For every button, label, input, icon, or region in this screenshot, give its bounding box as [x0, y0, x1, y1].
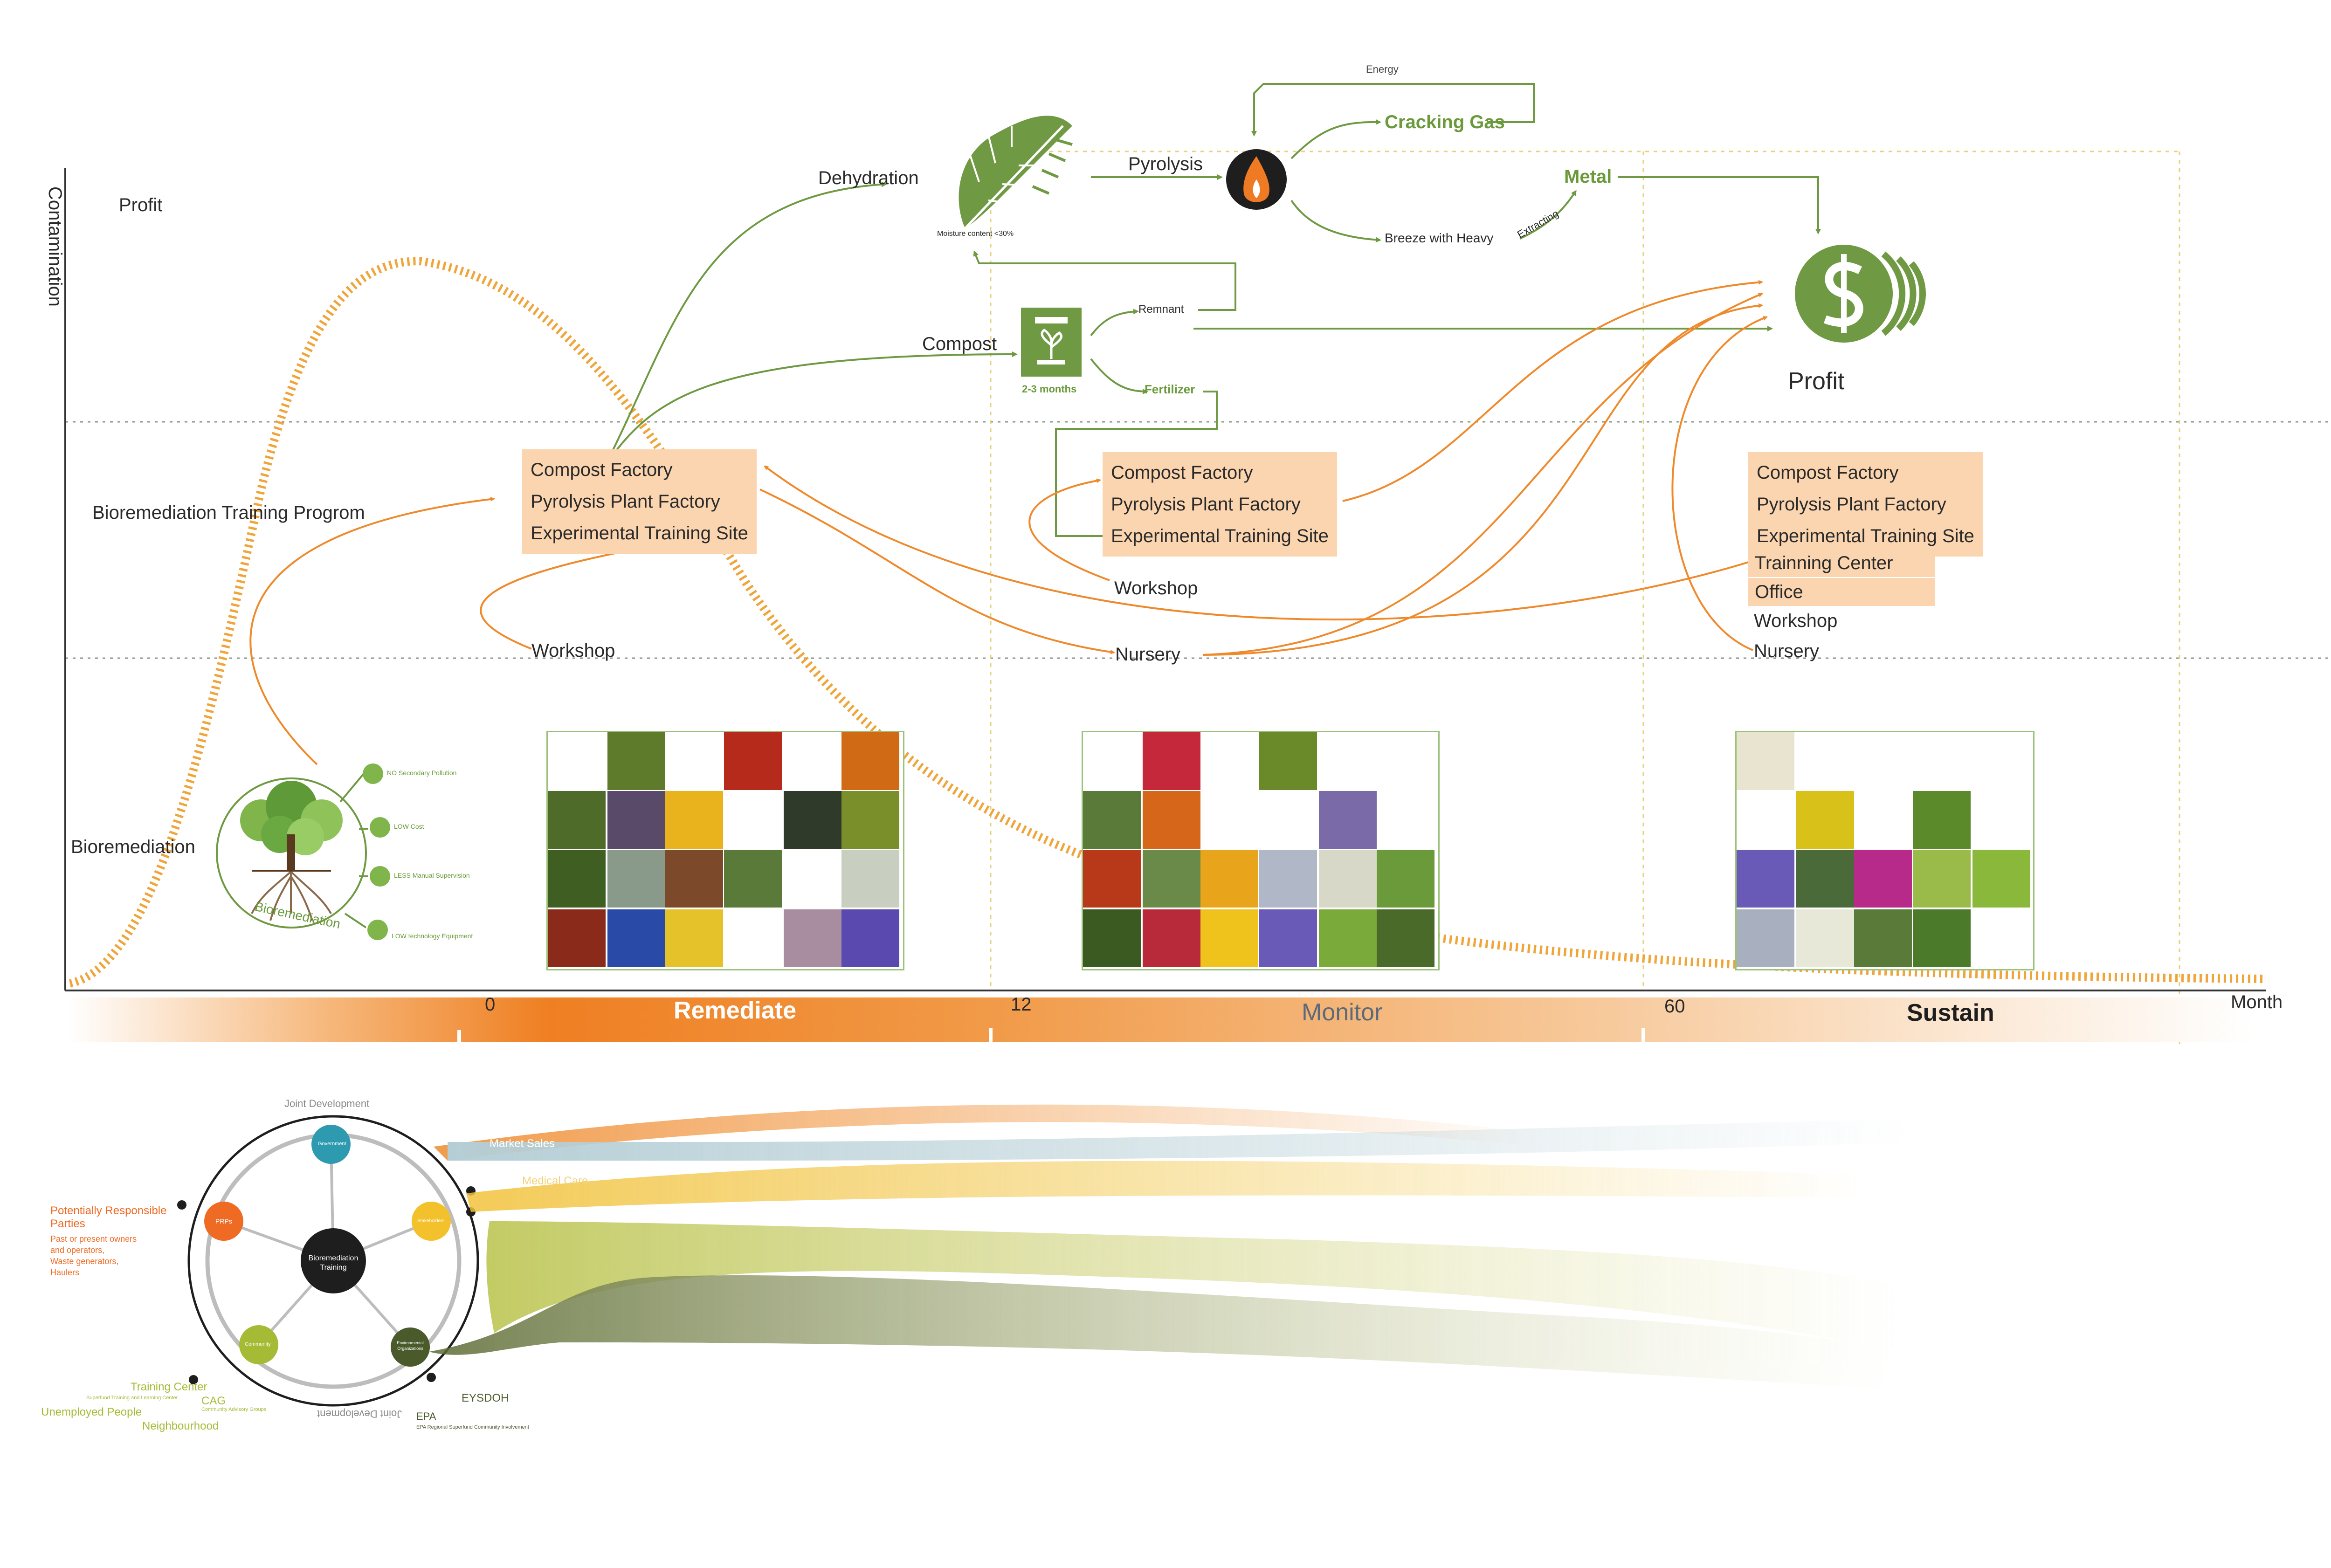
facility-item: Compost Factory [1111, 462, 1253, 483]
facility-item: Compost Factory [531, 460, 673, 480]
facility-office: Office [1748, 578, 1935, 606]
level-profit: Profit [119, 195, 163, 215]
prp-desc-2: and operators, [50, 1245, 105, 1255]
label-energy: Energy [1366, 63, 1399, 75]
label-fertilizer: Fertilizer [1145, 382, 1195, 396]
facility-item: Experimental Training Site [1111, 526, 1329, 546]
prp-desc-3: Waste generators, [50, 1257, 119, 1266]
facility-box-phase3: Compost Factory Pyrolysis Plant Factory … [1748, 452, 1983, 557]
flow-ribbons [429, 1104, 1911, 1389]
label-moisture: Moisture content <30% [937, 230, 1014, 238]
label-workshop-phase2: Workshop [1114, 578, 1198, 598]
label-compost: Compost [922, 334, 997, 354]
label-nursery-phase2: Nursery [1115, 644, 1181, 665]
leaf-icon [959, 116, 1073, 229]
tree-icon [216, 763, 390, 940]
node-env-orgs: Environmental Organizations [397, 1341, 424, 1351]
flow-medical-care: Medical Care [522, 1175, 588, 1187]
label-pyrolysis: Pyrolysis [1128, 154, 1203, 174]
prp-desc-4: Haulers [50, 1268, 80, 1277]
facility-training-center: Trainning Center [1748, 549, 1935, 577]
ring-center-label: Bioremediation Training [308, 1254, 359, 1272]
benefit-3: LESS Manual Supervision [394, 872, 470, 879]
plant-grid-sustain [1735, 731, 2034, 970]
node-prps: PRPs [215, 1217, 232, 1225]
facility-workshop-phase3: Workshop [1754, 611, 1838, 631]
label-remnant: Remnant [1138, 303, 1184, 316]
plant-grid-monitor [1082, 731, 1440, 970]
node-community: Community [245, 1341, 271, 1347]
label-breeze: Breeze with Heavy [1385, 231, 1494, 245]
benefit-4: LOW technology Equipment [392, 932, 473, 940]
facility-box-phase1: Compost Factory Pyrolysis Plant Factory … [522, 449, 757, 554]
label-cracking-gas: Cracking Gas [1385, 112, 1505, 132]
phase-remediate: Remediate [674, 997, 796, 1024]
community-training-desc: Superfund Training and Learning Center [86, 1395, 178, 1401]
community-unemployed: Unemployed People [41, 1406, 142, 1418]
node-stakeholders: Stakeholders [417, 1218, 445, 1224]
month-12: 12 [1011, 994, 1032, 1015]
stakeholder-ring [177, 1115, 479, 1407]
plant-grid-remediate [546, 731, 904, 970]
label-workshop-phase1: Workshop [531, 640, 615, 661]
env-epa-desc: EPA Regional Superfund Community Involve… [416, 1424, 529, 1430]
prp-desc-1: Past or present owners [50, 1234, 137, 1244]
dollar-coin-icon [1795, 245, 1926, 343]
phase-sustain: Sustain [1907, 999, 1994, 1026]
label-metal: Metal [1564, 166, 1612, 187]
community-cag-desc: Community Advisory Groups [201, 1407, 267, 1412]
facility-item: Compost Factory [1757, 462, 1899, 483]
env-epa: EPA [416, 1410, 436, 1422]
facility-nursery-phase3: Nursery [1754, 641, 1820, 661]
ring-bottom-label: Joint Development [317, 1408, 402, 1420]
node-government: Government [318, 1141, 346, 1147]
benefit-2: LOW Cost [394, 823, 424, 830]
facility-item: Experimental Training Site [531, 523, 748, 543]
flame-icon [1226, 149, 1287, 210]
compost-bin-icon [1021, 308, 1082, 377]
facility-item: Pyrolysis Plant Factory [531, 491, 720, 512]
ring-top-label: Joint Development [284, 1098, 370, 1109]
community-neighbourhood: Neighbourhood [142, 1420, 219, 1432]
phase-monitor: Monitor [1302, 999, 1383, 1026]
community-cag: CAG [201, 1395, 226, 1407]
env-eysdoh: EYSDOH [462, 1392, 509, 1404]
facility-item: Experimental Training Site [1757, 526, 1974, 546]
month-0: 0 [485, 994, 496, 1015]
benefit-1: NO Secondary Pollution [387, 769, 457, 777]
level-training: Bioremediation Training Progrom [92, 502, 365, 523]
facility-box-phase2: Compost Factory Pyrolysis Plant Factory … [1103, 452, 1337, 557]
prp-title: Potentially Responsible Parties [50, 1204, 167, 1230]
facility-item: Pyrolysis Plant Factory [1757, 494, 1946, 515]
label-profit-coin: Profit [1788, 368, 1845, 395]
month-60: 60 [1664, 996, 1685, 1017]
flow-market-sales: Market Sales [490, 1137, 555, 1150]
y-axis-title: Contamination [45, 186, 65, 307]
label-months: 2-3 months [1022, 383, 1077, 395]
label-dehydration: Dehydration [818, 168, 919, 188]
level-bioremediation: Bioremediation [71, 837, 195, 857]
x-axis-unit: Month [2231, 992, 2283, 1012]
community-training-center: Training Center [131, 1381, 207, 1393]
facility-item: Pyrolysis Plant Factory [1111, 494, 1301, 515]
